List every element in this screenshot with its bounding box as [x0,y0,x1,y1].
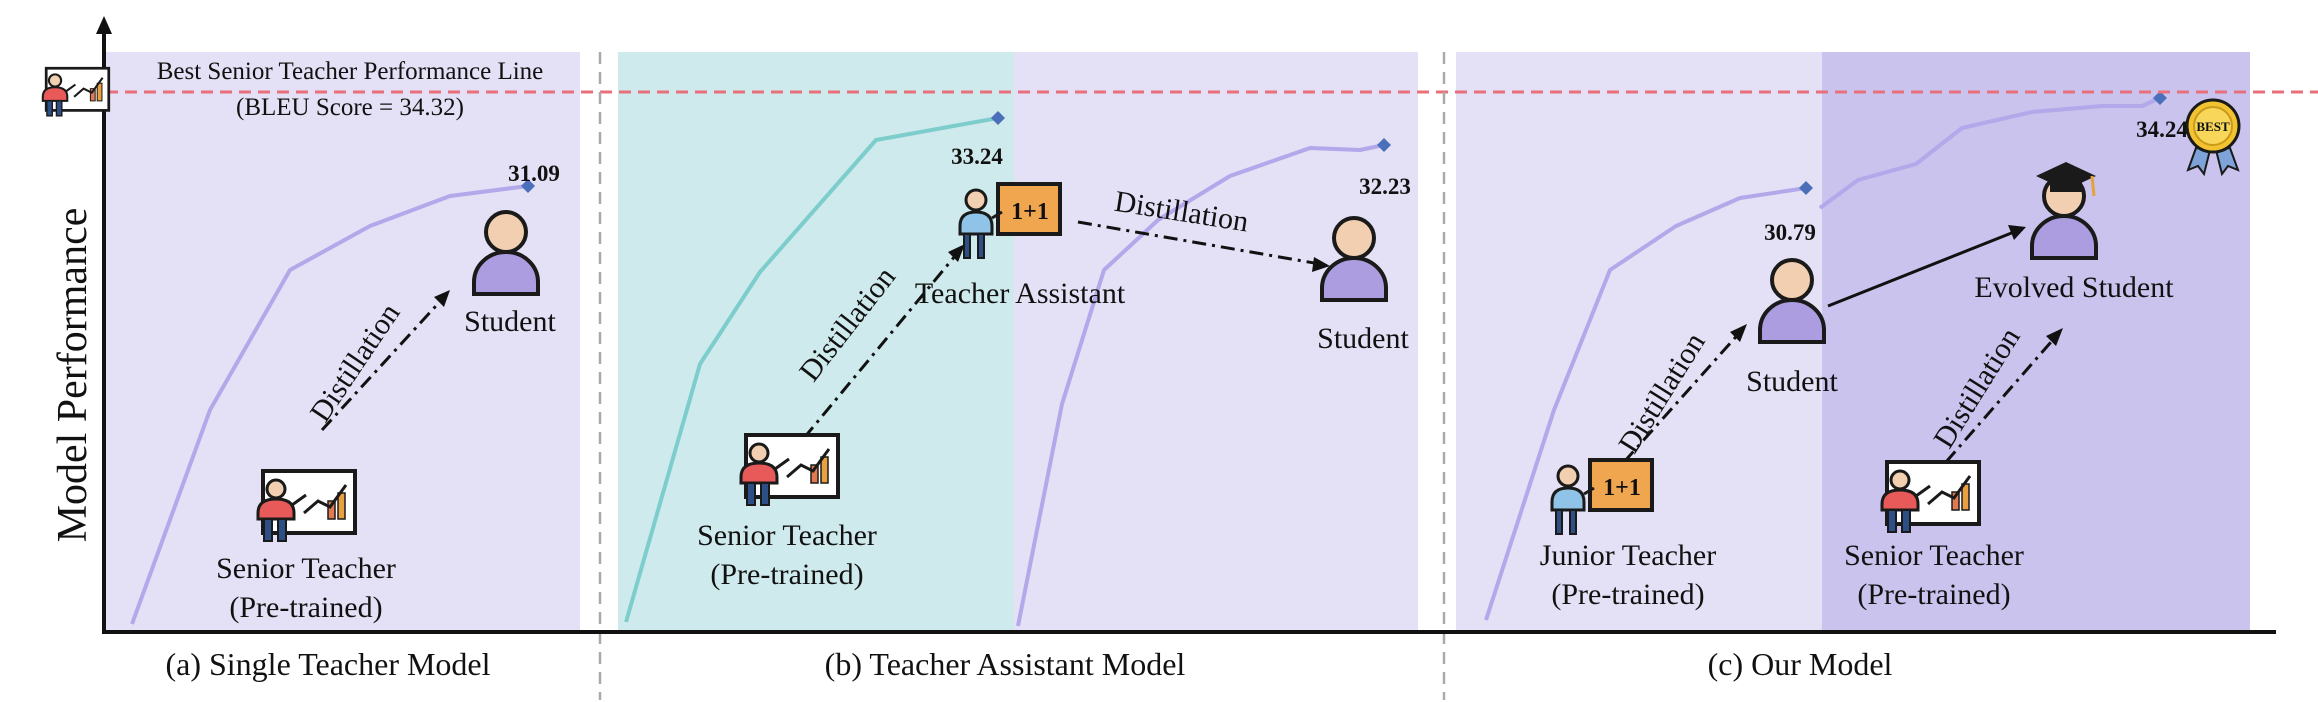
caption-b: (b) Teacher Assistant Model [825,646,1186,682]
panel-a-background [106,52,580,630]
distillation-arrowhead-c2 [2046,328,2063,346]
distillation-arrow-a [320,293,448,432]
distillation-arrow-c1 [1622,329,1744,463]
senior-teacher-sublabel-c: (Pre-trained) [1857,578,2010,611]
distillation-arrow-b2 [1077,220,1321,266]
marker-b-ta [991,111,1005,125]
score-label-a: 31.09 [508,161,560,186]
senior-teacher-label-b: Senior Teacher [697,519,877,552]
evolution-arrowhead-c [2008,225,2026,240]
marker-c-student [1799,181,1813,195]
best-badge-icon [2185,98,2241,177]
y-axis-label: Model Performance [50,208,96,543]
marker-c-evolved [2153,91,2167,105]
curve-b-teacher [624,116,999,623]
distillation-arrowhead-b2 [1312,257,1330,272]
senior-teacher-icon-a [256,469,357,543]
student-label-b: Student [1317,322,1409,355]
evolution-arrow-c [1827,230,2015,308]
junior-teacher-label: Junior Teacher [1540,539,1716,572]
distillation-arrow-b1 [802,249,962,439]
senior-teacher-label-c: Senior Teacher [1844,539,2024,572]
student-label-a: Student [464,305,556,338]
caption-c: (c) Our Model [1708,646,1893,682]
best-line-label: Best Senior Teacher Performance Line [157,58,544,85]
graduation-cap-icon [2036,162,2096,197]
best-badge-text: BEST [2196,119,2230,134]
marker-a [521,179,535,193]
student-label-c: Student [1746,365,1838,398]
caption-a: (a) Single Teacher Model [165,646,490,682]
curve-b-student [1016,143,1385,627]
curve-c-student [1484,186,1807,621]
curve-a [130,184,529,625]
senior-teacher-sublabel-b: (Pre-trained) [710,558,863,591]
distillation-arrowhead-b1 [948,244,965,262]
senior-teacher-label-a: Senior Teacher [216,552,396,585]
teacher-assistant-label: Teacher Assistant [915,277,1126,310]
junior-teacher-board-text: 1+1 [1603,475,1641,501]
best-line-teacher-icon [41,66,111,118]
score-label-b-student: 32.23 [1359,174,1411,199]
teacher-assistant-board-text: 1+1 [1011,199,1049,225]
senior-teacher-sublabel-a: (Pre-trained) [229,591,382,624]
distillation-arrowhead-c1 [1730,324,1747,342]
senior-teacher-icon-b [739,433,840,507]
junior-teacher-sublabel: (Pre-trained) [1551,578,1704,611]
marker-b-student [1377,138,1391,152]
y-axis-arrow [96,16,112,34]
senior-teacher-icon-c [1880,460,1981,534]
distillation-arrowhead-a [434,290,450,307]
best-line-score-label: (BLEU Score = 34.32) [236,94,464,121]
panel-c-dark-background [1822,52,2250,630]
score-label-c-evolved: 34.24 [2136,117,2188,142]
curve-c-evolved [1818,96,2161,210]
evolved-student-label: Evolved Student [1974,271,2174,304]
panel-b-teal-background [618,52,1014,630]
score-label-b-ta: 33.24 [951,144,1003,169]
score-label-c-student: 30.79 [1764,220,1816,245]
